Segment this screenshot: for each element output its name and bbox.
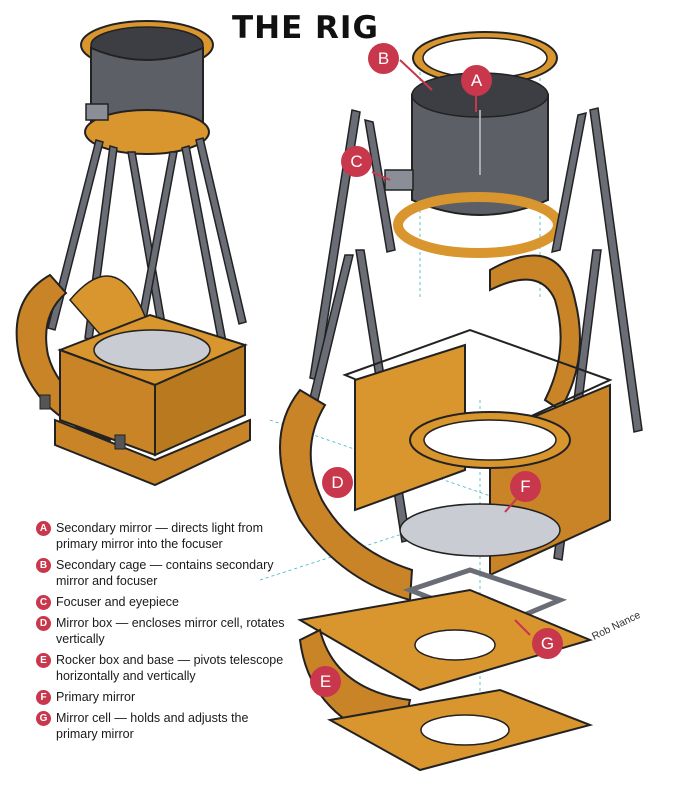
exploded-view [259, 31, 643, 772]
legend-item-b: B Secondary cage — contains secondary mi… [36, 557, 286, 589]
legend-badge: G [36, 711, 51, 726]
legend-badge: C [36, 595, 51, 610]
exploded-focuser [384, 169, 414, 191]
assembled-primary-mirror [93, 329, 211, 371]
exploded-primary-mirror [399, 503, 561, 557]
legend-text: Primary mirror [56, 690, 136, 704]
legend-item-g: G Mirror cell — holds and adjusts the pr… [36, 710, 286, 742]
callout-f: F [510, 471, 541, 502]
legend-badge: D [36, 616, 51, 631]
legend-text: Focuser and eyepiece [56, 595, 179, 609]
legend-item-d: D Mirror box — encloses mirror cell, rot… [36, 615, 286, 647]
legend-badge: E [36, 653, 51, 668]
legend-text: Secondary mirror — directs light from pr… [56, 521, 264, 551]
callout-d: D [322, 467, 353, 498]
legend-badge: B [36, 558, 51, 573]
legend-text: Mirror cell — holds and adjusts the prim… [56, 711, 249, 741]
page-title: THE RIG [232, 10, 379, 46]
legend-item-c: C Focuser and eyepiece [36, 594, 286, 610]
assembled-focuser [85, 103, 109, 121]
assembled-base [54, 418, 251, 487]
legend-badge: A [36, 521, 51, 536]
legend-text: Secondary cage — contains secondary mirr… [56, 558, 274, 588]
legend-item-a: A Secondary mirror — directs light from … [36, 520, 286, 552]
legend-item-e: E Rocker box and base — pivots telescope… [36, 652, 286, 684]
legend-text: Mirror box — encloses mirror cell, rotat… [56, 616, 285, 646]
legend: A Secondary mirror — directs light from … [36, 520, 286, 747]
legend-text: Rocker box and base — pivots telescope h… [56, 653, 284, 683]
callout-a: A [461, 65, 492, 96]
callout-b: B [368, 43, 399, 74]
legend-badge: F [36, 690, 51, 705]
assembled-telescope [15, 20, 251, 487]
callout-e: E [310, 666, 341, 697]
legend-item-f: F Primary mirror [36, 689, 286, 705]
callout-c: C [341, 146, 372, 177]
callout-g: G [532, 628, 563, 659]
